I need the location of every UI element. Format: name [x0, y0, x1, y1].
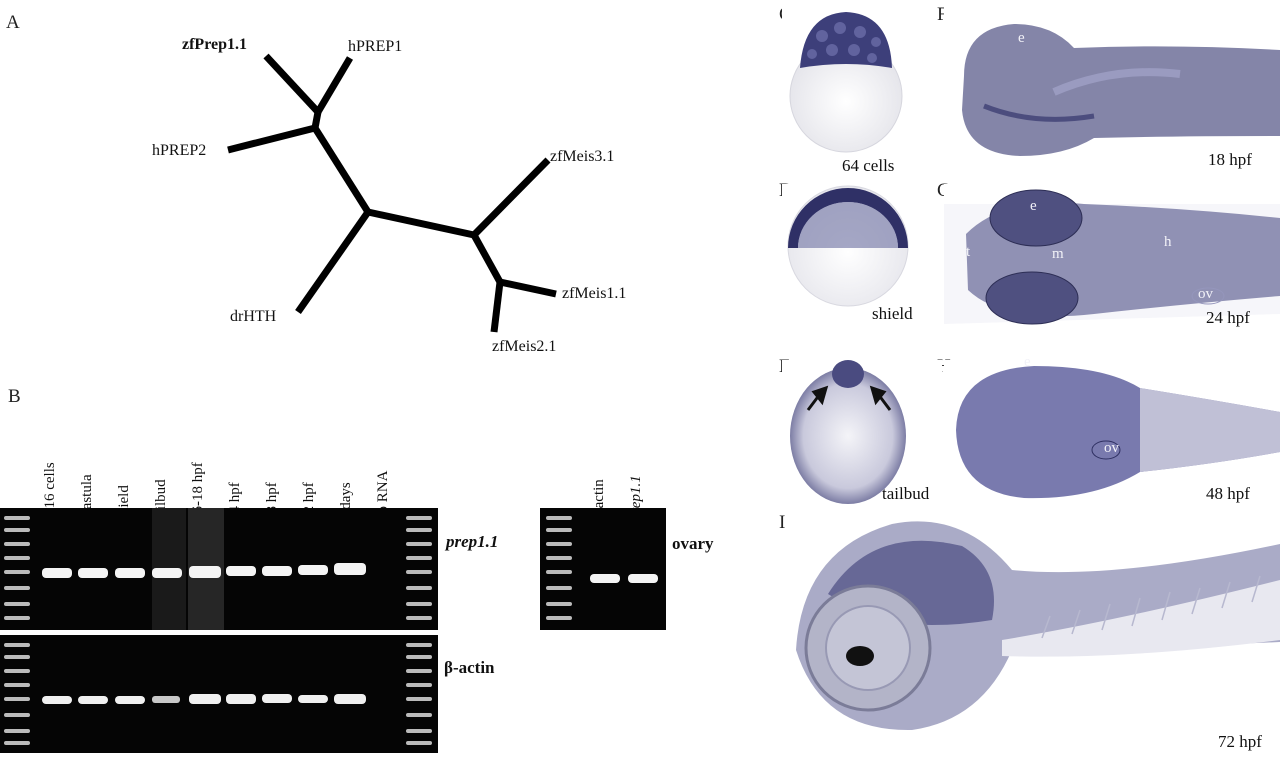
mark-f-e: e	[1018, 30, 1025, 46]
ladder-right	[406, 516, 432, 620]
ovary-band-actin	[590, 574, 620, 583]
tree-label-hprep2: hPREP2	[152, 142, 207, 159]
panel-letter-f: F	[937, 4, 948, 25]
mark-g-ov: ov	[1198, 286, 1213, 302]
gel-label-prep11: prep1.1	[446, 532, 499, 551]
branch-internal	[367, 208, 475, 239]
gel-label-beta-actin: β-actin	[444, 658, 495, 677]
panel-letter-b: B	[8, 386, 21, 407]
branch-drhth	[295, 209, 371, 315]
mark-g-h: h	[1164, 234, 1172, 250]
embryo-photo-d	[782, 184, 930, 324]
arrow-icons	[806, 385, 892, 411]
embryo-photo-h	[944, 360, 1280, 506]
gel-beta-actin	[0, 635, 438, 753]
panel-letter-a: A	[6, 12, 20, 33]
gel-label-ovary: ovary	[672, 534, 714, 553]
ladder-left-2	[4, 643, 30, 745]
embryo-photo-g	[944, 184, 1280, 334]
embryo-photo-c	[782, 6, 930, 178]
gel-prep11	[0, 508, 438, 630]
tree-label-zfmeis31: zfMeis3.1	[550, 148, 615, 165]
mark-g-m: m	[1052, 246, 1064, 262]
tree-label-zfprep11: zfPrep1.1	[182, 36, 248, 53]
ovary-band-prep	[628, 574, 658, 583]
caption-d: shield	[872, 304, 913, 323]
branch-hprep1	[314, 56, 354, 114]
ovary-ladder	[546, 516, 572, 620]
branch-zfmeis3	[471, 157, 551, 238]
caption-e: tailbud	[882, 484, 930, 503]
branch-prep-clade	[312, 126, 371, 214]
gel-ovary	[540, 508, 666, 630]
branch-prep-node	[311, 111, 322, 129]
caption-c: 64 cells	[842, 156, 895, 175]
embryo-photo-f	[944, 6, 1280, 178]
ladder-right-2	[406, 643, 432, 745]
tree-label-zfmeis21: zfMeis2.1	[492, 338, 557, 355]
mark-h-ov: ov	[1104, 440, 1119, 456]
ladder-left	[4, 516, 30, 620]
embryo-photo-e	[782, 360, 942, 506]
panel-letter-i: I	[779, 512, 786, 533]
caption-i: 72 hpf	[1218, 732, 1262, 751]
mark-g-t: t	[966, 244, 971, 260]
embryo-photo-i	[782, 510, 1280, 759]
caption-h: 48 hpf	[1206, 484, 1250, 503]
prep11-bands	[42, 563, 366, 578]
branch-hprep2	[227, 124, 316, 154]
caption-g: 24 hpf	[1206, 308, 1250, 327]
tree-label-drhth: drHTH	[230, 308, 277, 325]
mark-g-e: e	[1030, 198, 1037, 214]
tree-label-zfmeis11: zfMeis1.1	[562, 285, 627, 302]
caption-f: 18 hpf	[1208, 150, 1252, 169]
actin-bands	[42, 694, 366, 704]
branch-zfprep	[263, 53, 321, 115]
tree-label-hprep1: hPREP1	[348, 38, 403, 55]
branch-zfmeis1	[499, 278, 557, 298]
branch-meis-clade	[470, 233, 504, 284]
phylogenetic-tree	[227, 53, 557, 333]
branch-zfmeis2	[490, 281, 504, 333]
mark-h-e: e	[1024, 354, 1031, 370]
